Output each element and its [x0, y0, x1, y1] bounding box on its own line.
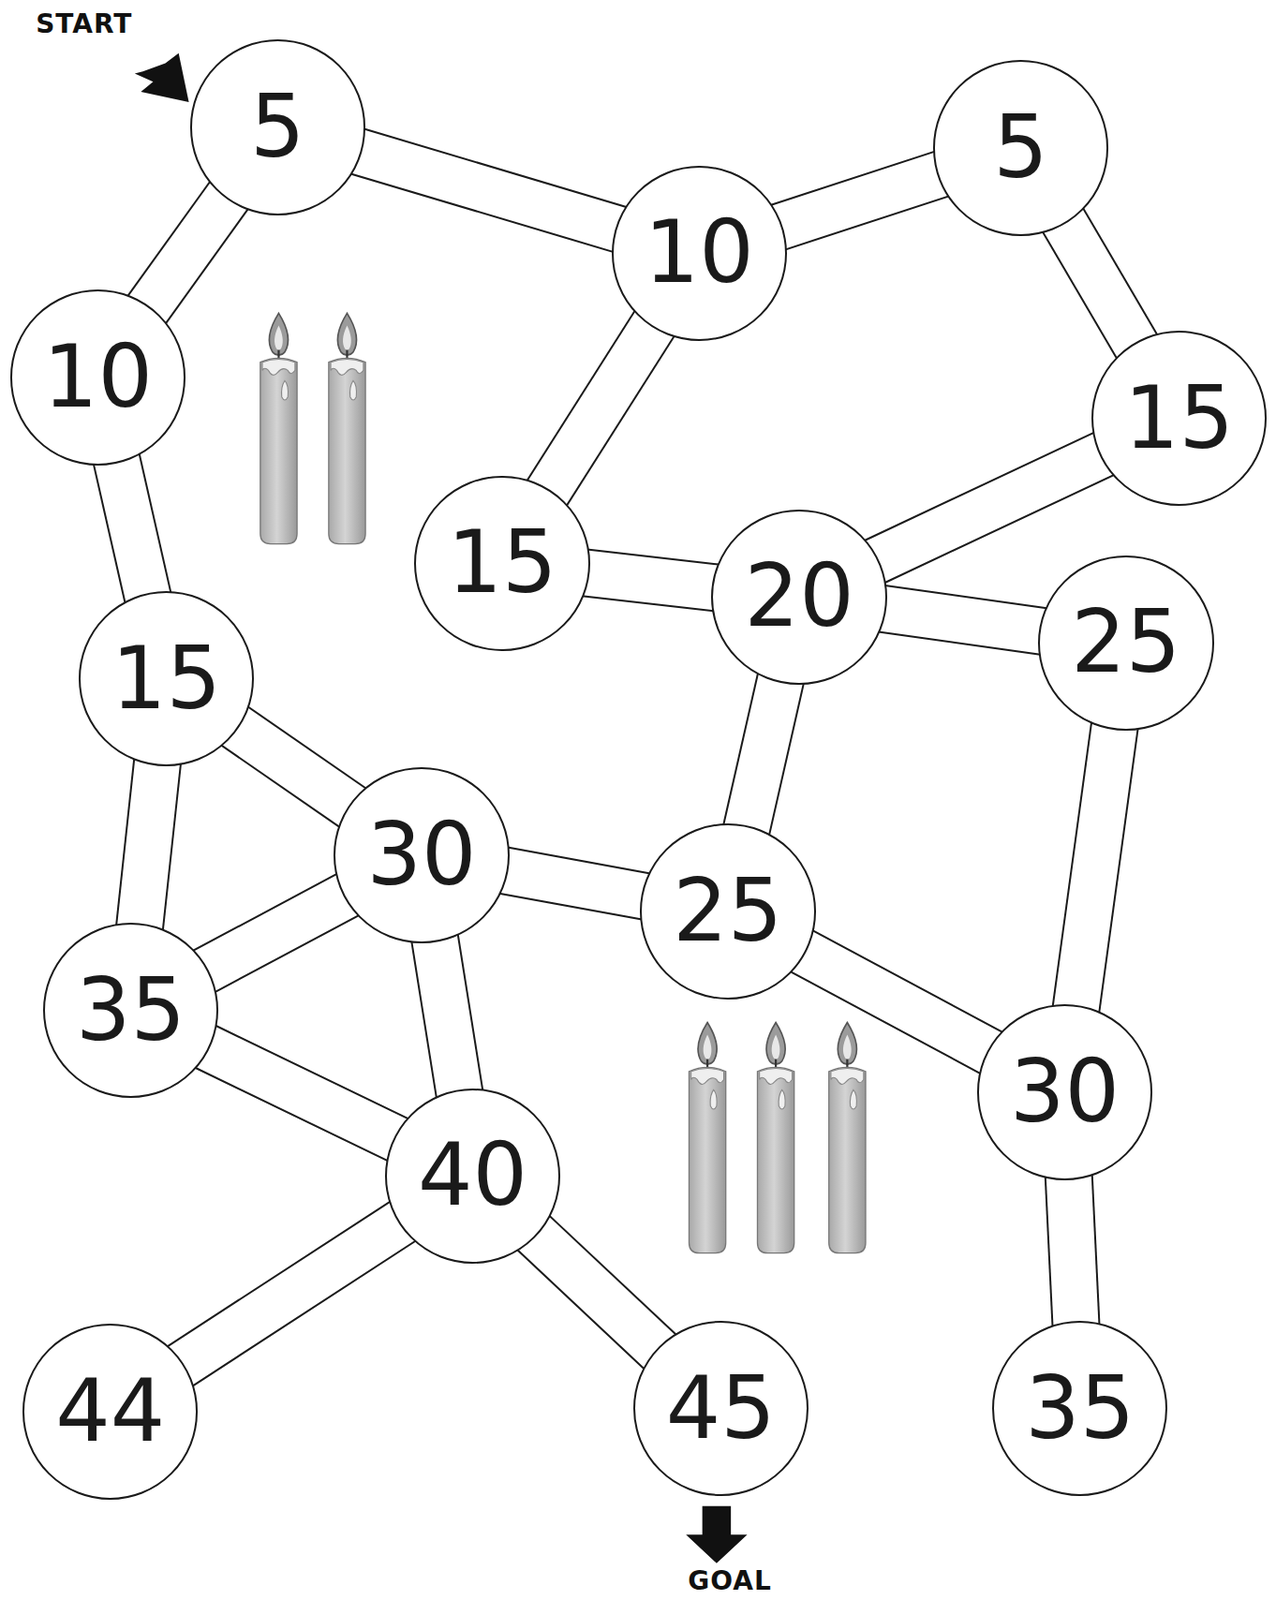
path-band [115, 452, 150, 605]
number-text: 5 [993, 104, 1049, 192]
number-circle: 35 [43, 922, 219, 1098]
path-band [578, 572, 724, 590]
path-band [142, 190, 233, 316]
maze-label: START [35, 10, 133, 40]
number-circle: 5 [190, 39, 366, 215]
number-circle: 25 [1038, 555, 1214, 731]
number-circle: 15 [1091, 330, 1267, 506]
band-fill [142, 190, 233, 316]
path-band [875, 608, 1051, 633]
band-fill [229, 722, 359, 813]
number-circle: 45 [633, 1320, 809, 1497]
path-band [229, 722, 359, 813]
band-fill [198, 891, 355, 976]
number-text: 30 [1009, 1049, 1120, 1136]
number-text: 15 [447, 519, 558, 607]
path-band [868, 450, 1110, 564]
band-fill [199, 1043, 404, 1143]
number-circle: 44 [22, 1323, 198, 1499]
path-band [1068, 1168, 1076, 1333]
band-fill [875, 608, 1051, 633]
goal-arrow [685, 1506, 747, 1564]
number-circle: 15 [414, 475, 590, 652]
path-band [496, 869, 653, 898]
path-band [138, 755, 159, 935]
path-band [795, 948, 998, 1057]
band-fill [138, 755, 159, 935]
number-text: 35 [75, 967, 186, 1054]
number-circle: 30 [977, 1004, 1153, 1180]
band-fill [543, 317, 659, 499]
path-band [351, 149, 626, 232]
band-fill [1068, 1168, 1076, 1333]
number-text: 10 [644, 209, 755, 297]
path-band [198, 891, 355, 976]
candles-three [688, 1022, 866, 1253]
path-band [744, 671, 783, 837]
candles-two [260, 312, 366, 544]
band-fill [433, 931, 461, 1101]
number-circle: 25 [639, 823, 816, 999]
number-circle: 10 [10, 289, 186, 465]
number-text: 15 [111, 636, 222, 723]
number-circle: 20 [711, 509, 887, 685]
band-fill [744, 671, 783, 837]
band-fill [115, 452, 150, 605]
band-fill [174, 1217, 409, 1371]
start-arrow [134, 53, 190, 103]
number-text: 45 [666, 1365, 776, 1453]
band-fill [528, 1228, 666, 1357]
band-fill [351, 149, 626, 232]
band-fill [771, 171, 949, 229]
maze-label: GOAL [687, 1567, 772, 1597]
number-circle: 35 [992, 1320, 1168, 1497]
band-fill [578, 572, 724, 590]
band-fill [868, 450, 1110, 564]
band-fill [1074, 718, 1115, 1017]
path-band [1059, 214, 1141, 354]
number-text: 15 [1124, 375, 1234, 462]
path-band [174, 1217, 409, 1371]
number-text: 35 [1024, 1365, 1135, 1453]
number-text: 5 [250, 84, 306, 171]
path-band [543, 317, 659, 499]
path-band [433, 931, 461, 1101]
number-circle: 30 [333, 767, 509, 943]
number-text: 40 [417, 1132, 528, 1219]
number-text: 30 [366, 812, 476, 899]
path-band [528, 1228, 666, 1357]
band-fill-layer [115, 149, 1142, 1371]
path-band [1074, 718, 1115, 1017]
band-fill [795, 948, 998, 1057]
path-band [771, 171, 949, 229]
band-fill [496, 869, 653, 898]
number-circle: 15 [78, 591, 254, 767]
number-circle: 5 [933, 59, 1109, 236]
number-circle: 10 [611, 165, 787, 342]
number-text: 25 [1070, 599, 1181, 686]
band-fill [1059, 214, 1141, 354]
number-circle: 40 [385, 1088, 561, 1264]
number-text: 10 [43, 334, 153, 421]
number-text: 25 [672, 868, 783, 955]
number-text: 20 [744, 553, 855, 640]
path-band [199, 1043, 404, 1143]
number-text: 44 [55, 1368, 165, 1455]
